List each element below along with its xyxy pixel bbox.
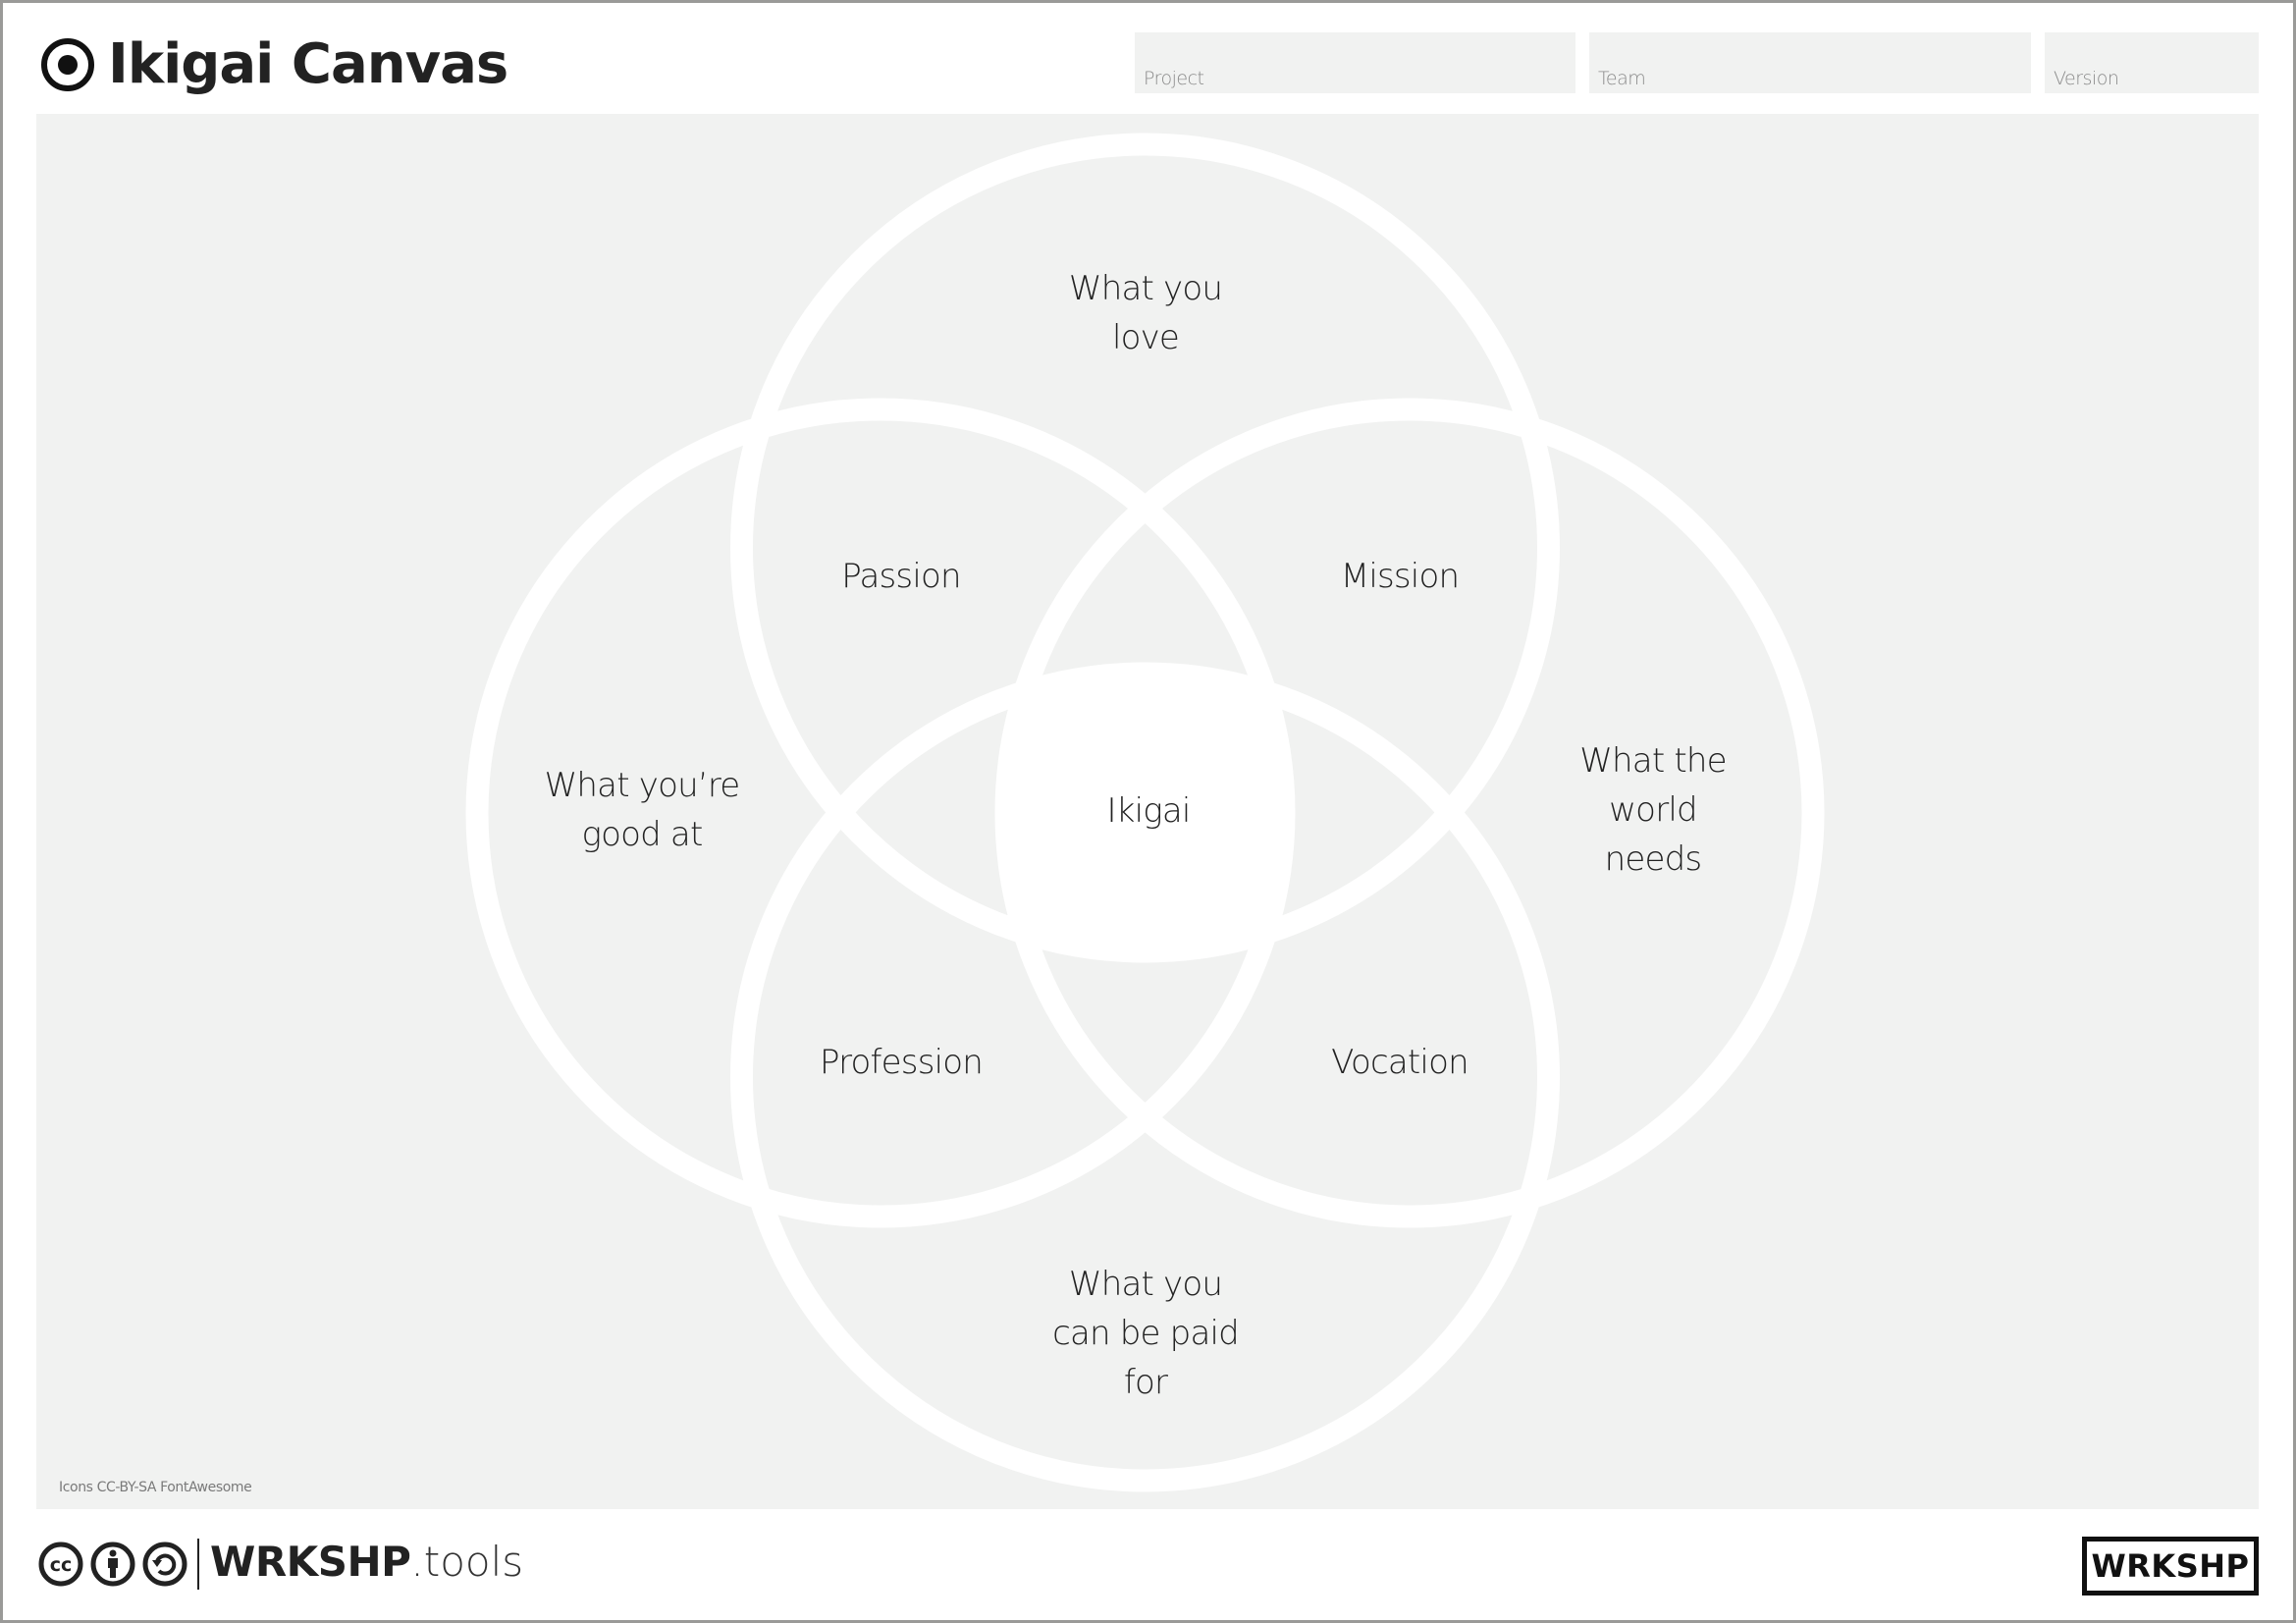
circle-what-youre-good-at: [465, 398, 1296, 1228]
footer-divider: [197, 1539, 199, 1590]
label-what-youre-good-at: What you’re good at: [544, 766, 741, 854]
circle-what-you-love: [730, 133, 1560, 963]
version-field[interactable]: Version: [2045, 32, 2259, 93]
version-field-label: Version: [2054, 68, 2119, 89]
by-icon: [90, 1542, 135, 1587]
cc-icon: cc: [38, 1542, 83, 1587]
project-field-label: Project: [1144, 68, 1204, 89]
label-mission: Mission: [1340, 557, 1460, 596]
label-what-you-can-be-paid-for: What you can be paid for: [1052, 1265, 1240, 1402]
label-passion: Passion: [841, 557, 961, 596]
label-profession: Profession: [819, 1043, 984, 1082]
icon-credit: Icons CC-BY-SA FontAwesome: [59, 1480, 252, 1495]
project-field[interactable]: Project: [1135, 32, 1575, 93]
team-field[interactable]: Team: [1589, 32, 2031, 93]
sa-icon: [142, 1542, 187, 1587]
svg-text:cc: cc: [50, 1554, 73, 1576]
label-what-you-love: What you love: [1068, 269, 1223, 357]
dot-circle-icon: [41, 38, 94, 91]
wrkshp-tools-logo: WRKSHP .tools: [210, 1538, 523, 1593]
circle-what-the-world-needs: [994, 398, 1825, 1228]
page-title: Ikigai Canvas: [108, 32, 508, 96]
ikigai-canvas: What you love What you’re good at What t…: [36, 114, 2259, 1509]
label-ikigai: Ikigai: [1106, 791, 1191, 831]
wrkshp-badge: WRKSHP: [2082, 1537, 2259, 1596]
circle-what-you-can-be-paid-for: [730, 662, 1560, 1492]
venn-diagram: [465, 133, 1825, 1492]
license-icons: cc: [38, 1542, 187, 1587]
brand-light: .tools: [410, 1538, 524, 1586]
label-vocation: Vocation: [1331, 1043, 1468, 1082]
brand-bold: WRKSHP: [210, 1538, 411, 1586]
team-field-label: Team: [1598, 68, 1646, 89]
label-what-the-world-needs: What the world needs: [1579, 741, 1727, 879]
header-title: Ikigai Canvas: [39, 27, 508, 102]
